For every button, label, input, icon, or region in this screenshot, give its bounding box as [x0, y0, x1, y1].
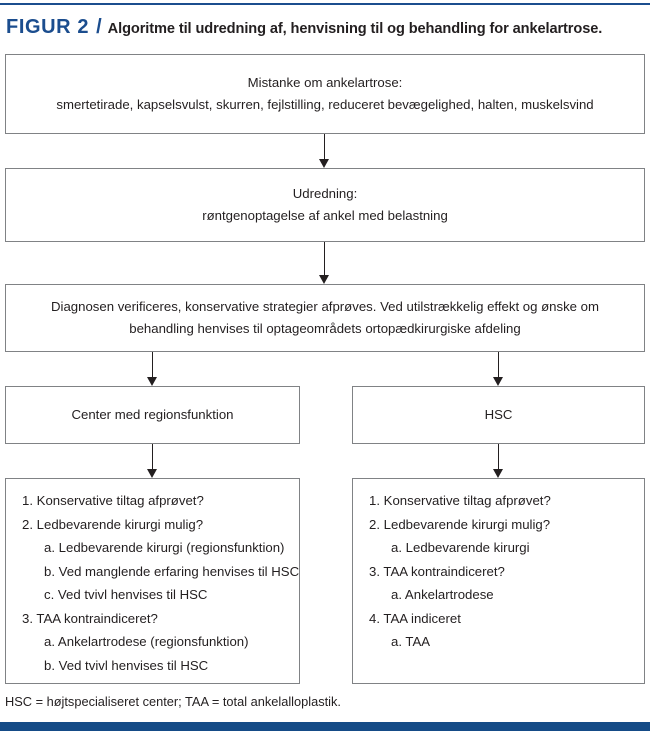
arrow-head-icon: [147, 377, 157, 386]
list-item: 2. Ledbevarende kirurgi mulig?: [22, 516, 204, 532]
node-suspicion: Mistanke om ankelartrose: smertetirade, …: [5, 54, 645, 134]
list-item: a. TAA: [391, 634, 431, 649]
arrow-head-icon: [147, 469, 157, 478]
figure-header: FIGUR 2 / Algoritme til udredning af, he…: [6, 16, 646, 42]
arrow-center-to-center-list: [147, 444, 158, 478]
node-diagnosis-line2: behandling henvises til optageområdets o…: [129, 321, 521, 336]
footnote: HSC = højtspecialiseret center; TAA = to…: [5, 694, 341, 709]
node-hsc-list: 1. Konservative tiltag afprøvet? 2. Ledbe…: [352, 478, 645, 684]
arrow-stem: [498, 444, 499, 469]
arrow-stem: [324, 242, 325, 275]
list-item: c. Ved tvivl henvises til HSC: [44, 587, 208, 602]
arrow-head-icon: [319, 275, 329, 284]
node-workup-line2: røntgenoptagelse af ankel med belastning: [202, 208, 448, 223]
list-item: 1. Konservative tiltag afprøvet?: [22, 493, 204, 508]
node-center-list: 1. Konservative tiltag afprøvet? 2. Ledbe…: [5, 478, 300, 684]
list-item: 4. TAA indiceret: [369, 610, 461, 626]
list-item: b. Ved tvivl henvises til HSC: [44, 657, 209, 673]
list-item: 3. TAA kontraindiceret?: [22, 610, 158, 626]
list-item: 1. Konservative tiltag afprøvet?: [369, 493, 551, 508]
list-item: a. Ankelartrodese: [391, 587, 494, 602]
list-item: 3. TAA kontraindiceret?: [369, 563, 505, 579]
node-suspicion-line2: smertetirade, kapselsvulst, skurren, fej…: [56, 97, 594, 112]
arrow-head-icon: [493, 377, 503, 386]
list-item: a. Ledbevarende kirurgi: [391, 540, 530, 555]
node-diagnosis: Diagnosen verificeres, konservative stra…: [5, 284, 645, 352]
node-workup-line1: Udredning:: [292, 186, 358, 202]
arrow-suspicion-to-workup: [319, 134, 330, 168]
node-hsc-label: HSC: [484, 407, 513, 423]
list-item: 2. Ledbevarende kirurgi mulig?: [369, 516, 551, 532]
arrow-stem: [152, 444, 153, 469]
node-center-label: Center med regionsfunktion: [71, 407, 234, 423]
node-center: Center med regionsfunktion: [5, 386, 300, 444]
arrow-workup-to-diagnosis: [319, 242, 330, 284]
figure-separator: /: [96, 16, 102, 38]
arrow-head-icon: [493, 469, 503, 478]
list-item: a. Ledbevarende kirurgi (regionsfunktion…: [44, 540, 285, 555]
arrow-stem: [498, 352, 499, 377]
top-rule: [0, 3, 650, 5]
list-item: a. Ankelartrodese (regionsfunktion): [44, 634, 249, 649]
arrow-head-icon: [319, 159, 329, 168]
node-suspicion-line1: Mistanke om ankelartrose:: [247, 75, 403, 91]
arrow-stem: [152, 352, 153, 377]
node-diagnosis-line1: Diagnosen verificeres, konservative stra…: [50, 299, 599, 315]
arrow-hsc-to-hsc-list: [493, 444, 504, 478]
arrow-stem: [324, 134, 325, 159]
node-hsc: HSC: [352, 386, 645, 444]
node-workup: Udredning: røntgenoptagelse af ankel med…: [5, 168, 645, 242]
figure-label: FIGUR 2: [6, 16, 90, 38]
figure-title: Algoritme til udredning af, henvisning t…: [107, 21, 603, 37]
arrow-diagnosis-to-hsc: [493, 352, 504, 386]
list-item: b. Ved manglende erfaring henvises til H…: [44, 563, 300, 579]
arrow-diagnosis-to-center: [147, 352, 158, 386]
bottom-bar: [0, 722, 650, 731]
